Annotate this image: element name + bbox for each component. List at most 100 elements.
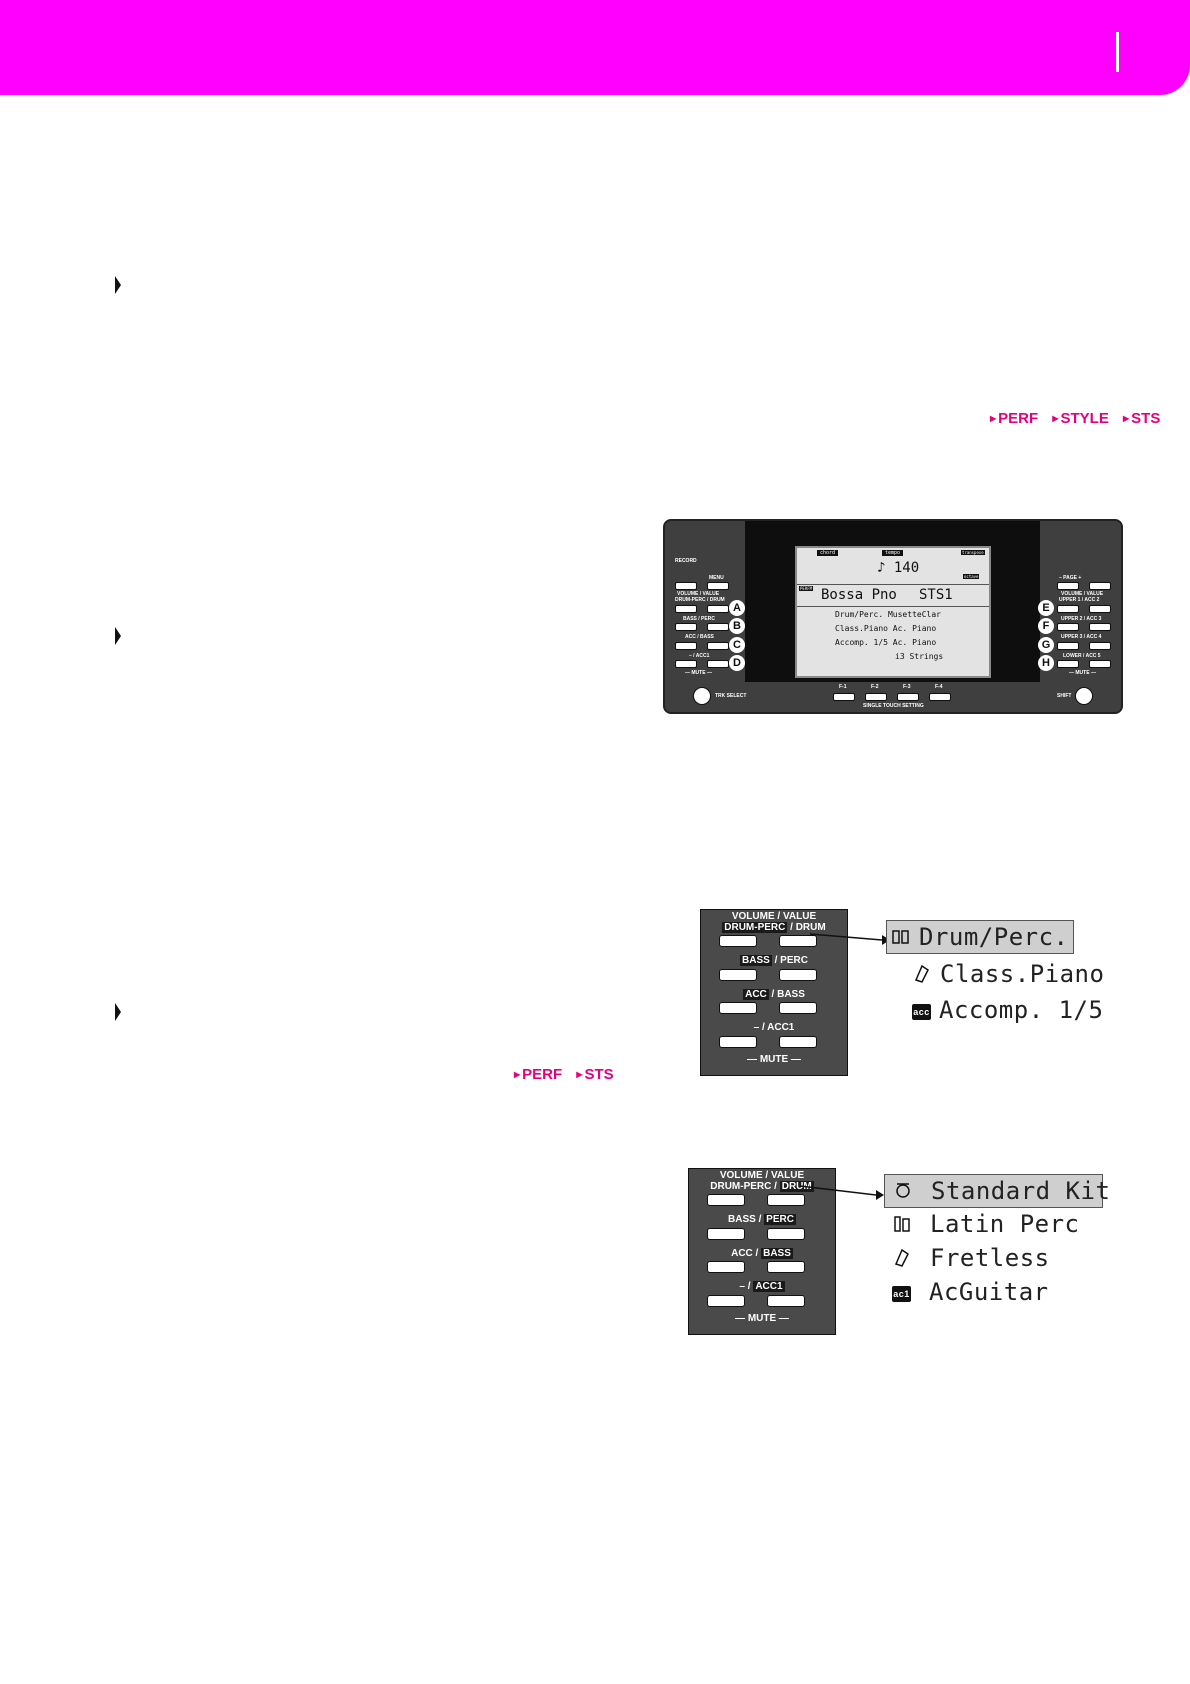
acc1-button-right[interactable] — [707, 660, 729, 668]
tag-perf: PERF — [514, 1066, 562, 1083]
label-e: E — [1038, 600, 1054, 616]
perc-button[interactable] — [779, 969, 817, 981]
lower-label: LOWER / ACC 5 — [1063, 653, 1101, 659]
control-panel: chord tempo transpose octave ♪ 140 PERFM… — [663, 519, 1123, 714]
f1-label: F-1 — [839, 684, 847, 690]
percussion-icon — [892, 1212, 912, 1232]
acc-button[interactable] — [707, 1261, 745, 1273]
record-button[interactable] — [675, 582, 697, 590]
performance-name: Bossa Pno — [821, 587, 897, 603]
label-d: D — [729, 655, 745, 671]
f3-label: F-3 — [903, 684, 911, 690]
upper3-button-right[interactable] — [1089, 642, 1111, 650]
mode-tags-2: PERF STS — [514, 1066, 614, 1083]
tempo-tag: tempo — [882, 550, 904, 556]
shift-knob[interactable] — [1075, 687, 1093, 705]
drum-button-right[interactable] — [707, 605, 729, 613]
track-latin-perc-label: Latin Perc — [930, 1210, 1080, 1238]
upper2-button-right[interactable] — [1089, 623, 1111, 631]
f4-label: F-4 — [935, 684, 943, 690]
track-drum-perc-label: Drum/Perc. — [919, 923, 1069, 951]
acc-button-right[interactable] — [707, 642, 729, 650]
single-touch-label: SINGLE TOUCH SETTING — [863, 703, 924, 709]
page-header-bar — [0, 0, 1190, 95]
volume-value-label: VOLUME / VALUE — [677, 591, 720, 597]
page-minus-button[interactable] — [1057, 582, 1079, 590]
bass-button-2[interactable] — [767, 1261, 805, 1273]
upper2-button-left[interactable] — [1057, 623, 1079, 631]
pointer-arrow — [800, 1185, 884, 1200]
acc-bass-label: ACC / BASS — [731, 1248, 793, 1259]
perf-tag: PERFM — [799, 586, 814, 591]
drum-perc-button[interactable] — [707, 1194, 745, 1206]
track-drum-perc: Drum/Perc. — [886, 920, 1074, 954]
mute-label: — MUTE — — [735, 1313, 789, 1324]
acc1-button-right[interactable] — [767, 1295, 805, 1307]
lower-button-right[interactable] — [1089, 660, 1111, 668]
acc1-button-right[interactable] — [779, 1036, 817, 1048]
upper1-button-right[interactable] — [1089, 605, 1111, 613]
tag-sts: STS — [576, 1066, 614, 1083]
drum-perc-label: DRUM-PERC / DRUM — [722, 922, 826, 933]
track-class-piano: Class.Piano — [886, 958, 1108, 990]
tag-perf: PERF — [990, 410, 1038, 427]
lcd-divider — [797, 606, 989, 607]
track-fretless: Fretless — [884, 1242, 1054, 1274]
menu-button[interactable] — [707, 582, 729, 590]
f1-button[interactable] — [833, 693, 855, 701]
octave-tag: octave — [963, 574, 980, 579]
drum-button-left[interactable] — [675, 605, 697, 613]
tempo-value: ♪ 140 — [877, 560, 920, 576]
acc1-button-left[interactable] — [719, 1036, 757, 1048]
f4-button[interactable] — [929, 693, 951, 701]
acc1-button-left[interactable] — [675, 660, 697, 668]
upper3-button-left[interactable] — [1057, 642, 1079, 650]
acc-icon: acc — [912, 1004, 931, 1020]
mute-label-right: — MUTE — — [1069, 670, 1096, 676]
acc-button-left[interactable] — [675, 642, 697, 650]
lcd-row-3: Accomp. 1/5 Ac. Piano — [835, 638, 937, 647]
upper1-button-left[interactable] — [1057, 605, 1079, 613]
upper3-label: UPPER 3 / ACC 4 — [1061, 634, 1102, 640]
bass-perc-label: BASS / PERC — [683, 616, 715, 622]
f2-label: F-2 — [871, 684, 879, 690]
display-frame: chord tempo transpose octave ♪ 140 PERFM… — [745, 521, 1040, 682]
track-accomp-label: Accomp. 1/5 — [939, 996, 1104, 1024]
bass-button[interactable] — [707, 1228, 745, 1240]
drum-perc-button[interactable] — [719, 935, 757, 947]
transpose-tag: transpose — [961, 550, 985, 555]
page-plus-button[interactable] — [1089, 582, 1111, 590]
chord-tag: chord — [817, 550, 839, 556]
bass-button[interactable] — [719, 969, 757, 981]
record-label: RECORD — [675, 558, 697, 564]
bass-button-right[interactable] — [707, 623, 729, 631]
bass-button-2[interactable] — [779, 1002, 817, 1014]
acc1-label: – / ACC1 — [689, 653, 710, 659]
bass-button-left[interactable] — [675, 623, 697, 631]
lcd-row-2: Class.Piano Ac. Piano — [835, 624, 937, 633]
trk-select-label: TRK SELECT — [715, 693, 747, 699]
lcd-status-area: chord tempo transpose octave ♪ 140 — [797, 548, 989, 585]
trk-select-knob[interactable] — [693, 687, 711, 705]
acc1-button-left[interactable] — [707, 1295, 745, 1307]
pointer-arrow — [810, 933, 890, 945]
sts-name: STS1 — [919, 587, 953, 603]
acc-button[interactable] — [719, 1002, 757, 1014]
mute-label: — MUTE — — [747, 1054, 801, 1065]
bass-guitar-icon — [892, 1246, 912, 1267]
f3-button[interactable] — [897, 693, 919, 701]
drum-button[interactable] — [779, 935, 817, 947]
drum-button[interactable] — [767, 1194, 805, 1206]
label-c: C — [729, 637, 745, 653]
perc-button[interactable] — [767, 1228, 805, 1240]
label-a: A — [729, 600, 745, 616]
f2-button[interactable] — [865, 693, 887, 701]
acc1-label: – / ACC1 — [739, 1281, 785, 1292]
lower-button-left[interactable] — [1057, 660, 1079, 668]
label-f: F — [1038, 618, 1054, 634]
lcd-row-4: i3 Strings — [895, 652, 944, 661]
shift-label: SHIFT — [1057, 693, 1072, 699]
drum-kit-icon — [893, 1179, 913, 1199]
